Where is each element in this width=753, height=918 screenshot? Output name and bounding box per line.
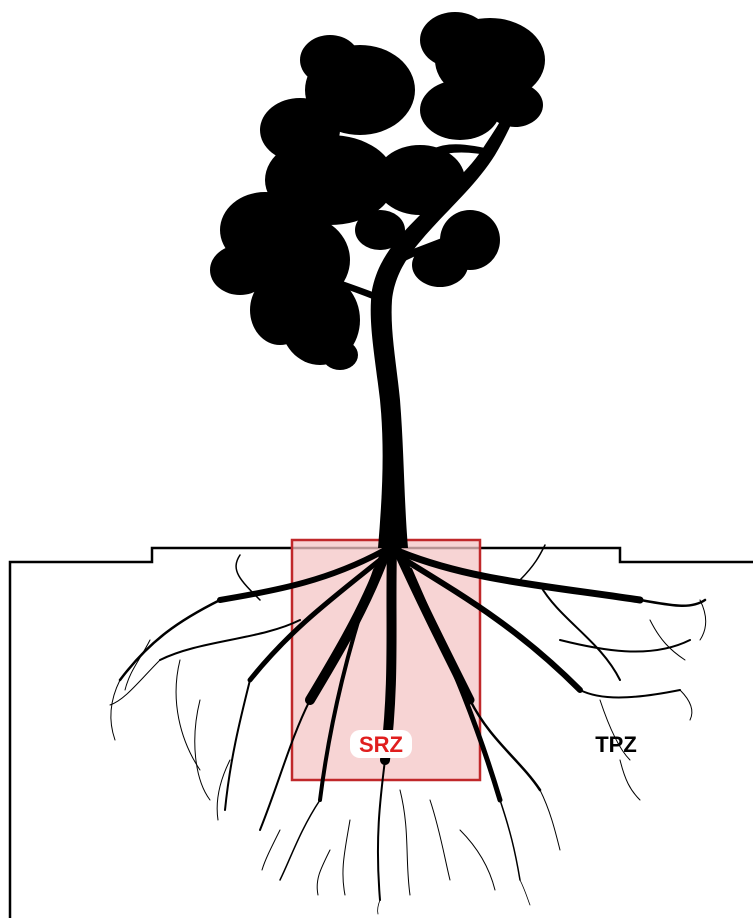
srz-label: SRZ bbox=[359, 732, 403, 757]
tpz-label: TPZ bbox=[595, 732, 637, 757]
